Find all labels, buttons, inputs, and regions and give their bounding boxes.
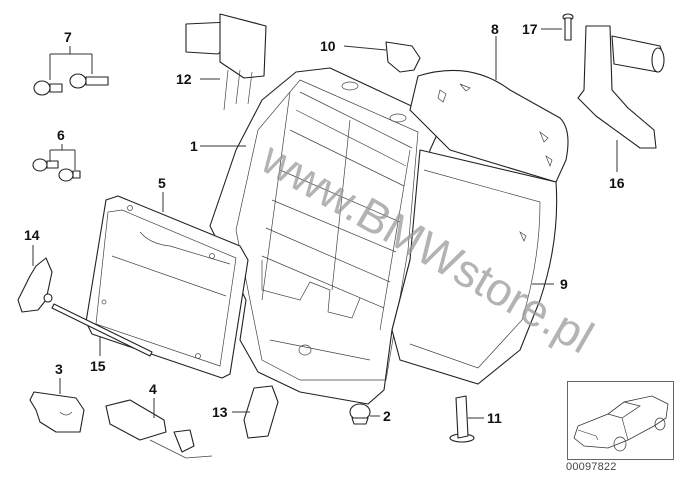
- part-upper-cover[interactable]: [409, 69, 569, 183]
- callout-16[interactable]: 16: [609, 175, 625, 191]
- callout-15[interactable]: 15: [90, 358, 106, 374]
- part-lock-mechanism[interactable]: [243, 385, 279, 439]
- callout-10[interactable]: 10: [320, 38, 336, 54]
- callout-1[interactable]: 1: [190, 138, 198, 154]
- part-screw[interactable]: [562, 13, 574, 41]
- part-control-unit[interactable]: [29, 391, 85, 433]
- callout-4[interactable]: 4: [149, 381, 157, 397]
- callout-2[interactable]: 2: [383, 408, 391, 424]
- part-backrest-frame[interactable]: [209, 67, 441, 405]
- callout-7[interactable]: 7: [64, 29, 72, 45]
- car-thumbnail-inset: [567, 381, 674, 460]
- callout-14[interactable]: 14: [24, 227, 40, 243]
- part-clip-bracket[interactable]: [385, 41, 421, 73]
- callout-6[interactable]: 6: [57, 127, 65, 143]
- leader-lines: [32, 28, 618, 419]
- callout-13[interactable]: 13: [212, 404, 228, 420]
- part-rear-panel-carrier[interactable]: [85, 195, 249, 379]
- callout-3[interactable]: 3: [55, 361, 63, 377]
- callout-17[interactable]: 17: [522, 21, 538, 37]
- part-gear-drive[interactable]: [17, 257, 53, 313]
- part-screw-pair-large[interactable]: [33, 73, 109, 96]
- part-backrest-panel[interactable]: [391, 149, 558, 385]
- callout-5[interactable]: 5: [158, 175, 166, 191]
- car-outline-icon: [573, 395, 669, 452]
- part-screw-pair-small[interactable]: [32, 158, 81, 182]
- part-headrest-drive-bracket[interactable]: [577, 25, 665, 149]
- diagram-code: 00097822: [566, 461, 617, 473]
- callout-9[interactable]: 9: [560, 276, 568, 292]
- callout-8[interactable]: 8: [491, 21, 499, 37]
- part-plug[interactable]: [349, 403, 371, 425]
- callout-11[interactable]: 11: [487, 410, 502, 426]
- callout-12[interactable]: 12: [176, 71, 192, 87]
- part-headrest-guide-motor[interactable]: [185, 13, 267, 111]
- part-flexible-shaft[interactable]: [51, 303, 153, 357]
- part-drive-motor[interactable]: [105, 399, 213, 459]
- part-expanding-rivet[interactable]: [449, 395, 475, 443]
